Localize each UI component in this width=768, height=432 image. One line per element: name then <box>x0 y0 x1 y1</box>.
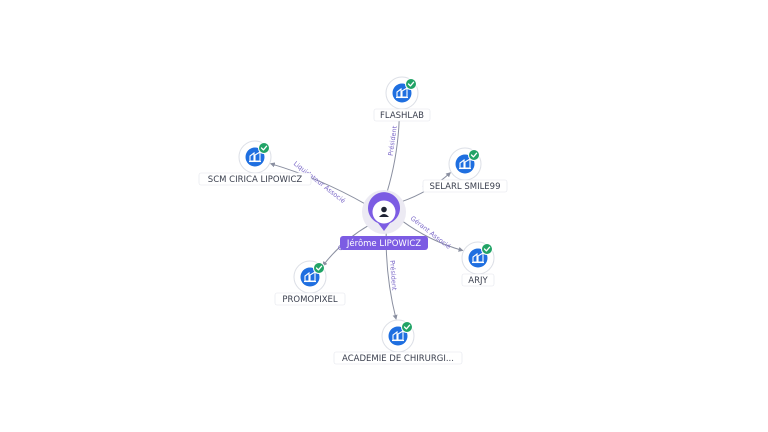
company-name: ACADEMIE DE CHIRURGI... <box>342 354 454 364</box>
building-icon <box>300 267 320 287</box>
edge-label-flashlab: Président <box>387 125 399 157</box>
company-name: SCM CIRICA LIPOWICZ <box>208 175 303 185</box>
edge-label-academie: Président <box>388 260 398 291</box>
person-icon <box>379 206 389 217</box>
company-name: ARJY <box>468 276 488 286</box>
check-badge-icon <box>258 142 270 154</box>
check-badge-icon <box>401 321 413 333</box>
building-icon <box>245 147 265 167</box>
company-node-arjy[interactable]: ARJY <box>461 241 495 287</box>
company-node-promopixel[interactable]: PROMOPIXEL <box>274 260 346 306</box>
person-node[interactable]: Jérôme LIPOWICZ <box>340 190 428 250</box>
building-icon <box>392 83 412 103</box>
check-badge-icon <box>313 262 325 274</box>
company-label-box <box>333 351 463 365</box>
company-label-box <box>274 292 346 306</box>
check-badge-icon <box>481 243 493 255</box>
company-node-scm[interactable]: SCM CIRICA LIPOWICZ <box>198 140 312 186</box>
company-node-academie[interactable]: ACADEMIE DE CHIRURGI... <box>333 319 463 365</box>
company-name: FLASHLAB <box>380 111 424 121</box>
building-icon <box>388 326 408 346</box>
check-badge-icon <box>468 149 480 161</box>
company-name: PROMOPIXEL <box>282 295 338 305</box>
company-node-flashlab[interactable]: FLASHLAB <box>373 76 431 122</box>
company-label-box <box>373 108 431 122</box>
company-label-box <box>461 273 495 287</box>
company-label-box <box>422 179 508 193</box>
edge-arjy <box>401 220 464 252</box>
check-badge-icon <box>405 78 417 90</box>
building-icon <box>455 154 475 174</box>
person-name: Jérôme LIPOWICZ <box>346 238 421 249</box>
company-label-box <box>198 172 312 186</box>
edge-scm <box>269 162 366 205</box>
company-name: SELARL SMILE99 <box>429 182 500 192</box>
person-label-box <box>340 236 428 250</box>
company-node-selarl[interactable]: SELARL SMILE99 <box>422 147 508 193</box>
